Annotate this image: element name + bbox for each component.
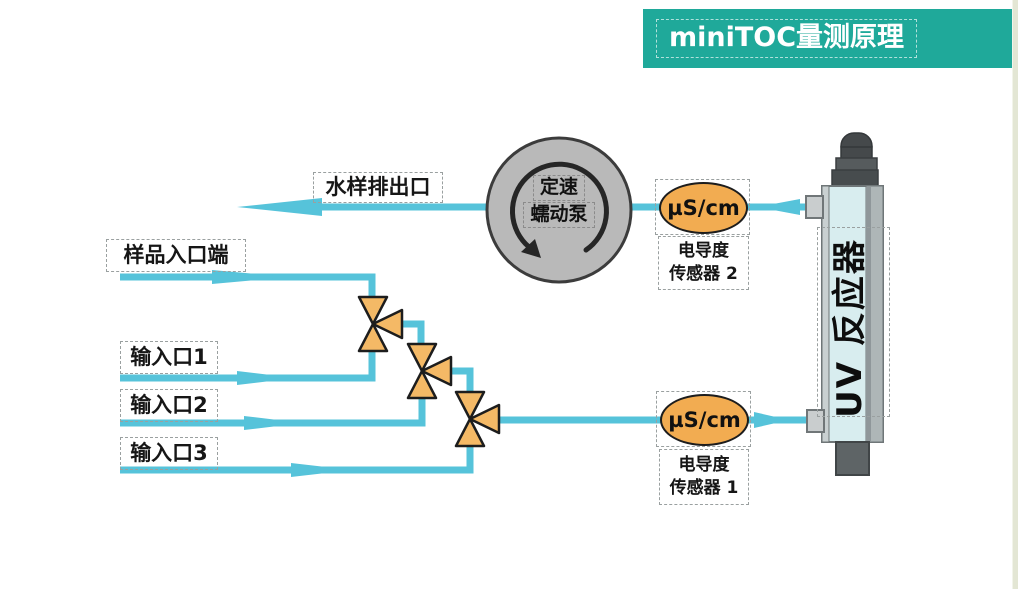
conductivity-sensor2-icon: µS/cm [659,182,748,234]
label-sensor2: 电导度 传感器 2 [658,236,749,290]
reactor-cap-lower [831,169,879,188]
page-edge-strip [1012,0,1018,589]
arrow-sample-right-icon [212,270,289,284]
label-sensor1: 电导度 传感器 1 [659,449,749,505]
label-sensor2-line1: 电导度 [678,241,729,262]
pipe-input1 [120,350,376,382]
valve-1-icon [357,295,404,353]
pump-icon [485,136,633,284]
valve-2-icon [406,342,453,400]
arrow-reactor-out-left-icon [757,199,800,215]
arrow-input3-right-icon [291,463,352,477]
label-pump: 定速 蠕动泵 [509,175,609,228]
label-pump-line1: 定速 [532,175,585,201]
sensor1-dashed-box: µS/cm [656,391,751,447]
title-banner: miniTOC量测原理 [643,9,1013,68]
pipe-sample-inlet [120,273,376,297]
label-sample-inlet: 样品入口端 [106,239,246,272]
label-input3: 输入口3 [120,437,218,470]
label-input2: 输入口2 [120,389,218,422]
arrow-input2-right-icon [244,416,303,430]
sensor1-unit: µS/cm [668,408,741,432]
pump-rotation-arc [509,161,609,253]
reactor-port-bottom [806,409,825,433]
pipe-valve1-valve2 [399,320,425,345]
reactor-text-dashed-box [817,227,890,417]
sensor2-unit: µS/cm [667,196,740,220]
pipe-valve2-valve3 [448,367,474,394]
reactor-base [835,441,870,476]
pipe-input2 [120,397,426,427]
valve-3-icon [454,390,501,448]
label-sensor1-line1: 电导度 [678,455,730,476]
label-sensor1-line2: 传感器 1 [669,478,739,498]
flow-arrows [212,198,800,477]
label-pump-line2: 蠕动泵 [523,201,595,228]
arrow-input1-right-icon [237,371,296,385]
pipe-input3 [120,446,474,474]
reactor-port-top [805,195,824,219]
valves [357,295,501,448]
arrow-reactor-in-right-icon [754,412,789,428]
label-sensor2-line2: 传感器 2 [669,264,738,284]
sensor2-dashed-box: µS/cm [655,179,750,235]
conductivity-sensor1-icon: µS/cm [660,394,749,446]
pump-rotation-arrow-icon [521,239,541,258]
label-input1: 输入口1 [120,341,218,374]
arrow-outlet-left-icon [237,198,322,216]
uv-reactor-icon [805,132,884,476]
reactor-left-rail [821,185,830,443]
reactor-top-knob [840,146,873,160]
label-water-outlet: 水样排出口 [313,172,443,203]
page-title: miniTOC量测原理 [656,18,918,59]
label-uv-reactor: UV 反应器 [829,238,870,418]
reactor-right-rail-line [866,187,871,441]
